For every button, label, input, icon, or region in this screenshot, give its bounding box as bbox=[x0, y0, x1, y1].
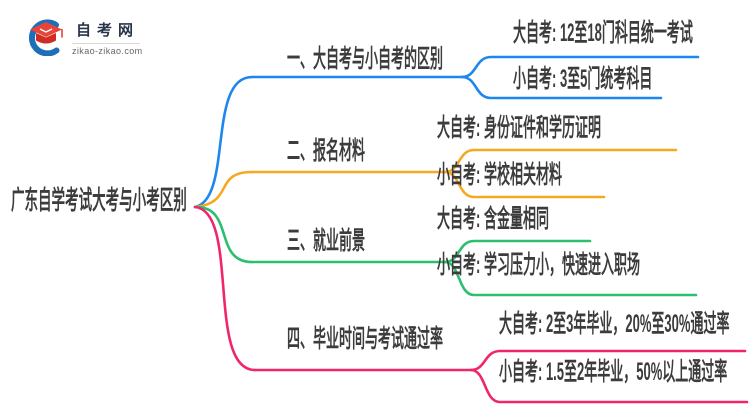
logo-title: 自考网 bbox=[76, 22, 140, 39]
logo-url: zikao-zikao.com bbox=[72, 46, 143, 56]
branch-2-child-1-connector bbox=[443, 148, 678, 174]
graduation-cap-icon bbox=[28, 19, 63, 56]
branch-2-root-connector bbox=[193, 170, 254, 209]
branch-3-child-1-connector bbox=[443, 239, 592, 264]
branch-4-label: 四、毕业时间与考试通过率 bbox=[287, 325, 444, 353]
branch-4-child-1: 大自考: 2至3年毕业，20%至30%通过率 bbox=[499, 310, 730, 338]
logo-text-block: 自考网 zikao-zikao.com bbox=[72, 12, 143, 56]
branch-1-child-1: 大自考: 12至18门科目统一考试 bbox=[513, 19, 693, 47]
branch-3-lines bbox=[193, 205, 698, 297]
branch-4-child-2: 小自考: 1.5至2年毕业，50%以上通过率 bbox=[499, 358, 728, 386]
branch-2-child-2: 小自考: 学校相关材料 bbox=[437, 161, 562, 189]
branch-2-label: 二、报名材料 bbox=[287, 137, 366, 165]
branch-3-label: 三、就业前景 bbox=[287, 227, 366, 255]
branch-4-lines bbox=[193, 205, 749, 404]
branch-2-child-1: 大自考: 身份证件和学历证明 bbox=[437, 114, 601, 142]
branch-4-root-connector bbox=[193, 205, 257, 372]
branch-4-child-2-connector bbox=[469, 368, 749, 404]
branch-2-lines bbox=[193, 148, 678, 209]
branch-3-child-1: 大自考: 含金量相同 bbox=[437, 205, 549, 233]
branch-1-child-2: 小自考: 3至5门统考科目 bbox=[513, 65, 653, 93]
branch-2-child-2-connector bbox=[443, 170, 606, 199]
branch-3-child-2-connector bbox=[443, 260, 698, 297]
branch-1-label: 一、大自考与小自考的区别 bbox=[287, 45, 444, 73]
branch-1-root-connector bbox=[193, 75, 254, 209]
branch-1-child-2-connector bbox=[460, 75, 663, 100]
branch-1-lines bbox=[193, 55, 700, 209]
branch-4-child-1-connector bbox=[469, 349, 747, 372]
root-node: 广东自学考试大考与小考区别 bbox=[11, 185, 187, 215]
branch-3-child-2: 小自考: 学习压力小，快速进入职场 bbox=[437, 251, 640, 279]
branch-3-root-connector bbox=[193, 205, 254, 264]
logo-divider bbox=[72, 43, 140, 44]
site-logo: 自考网 zikao-zikao.com bbox=[28, 12, 143, 56]
